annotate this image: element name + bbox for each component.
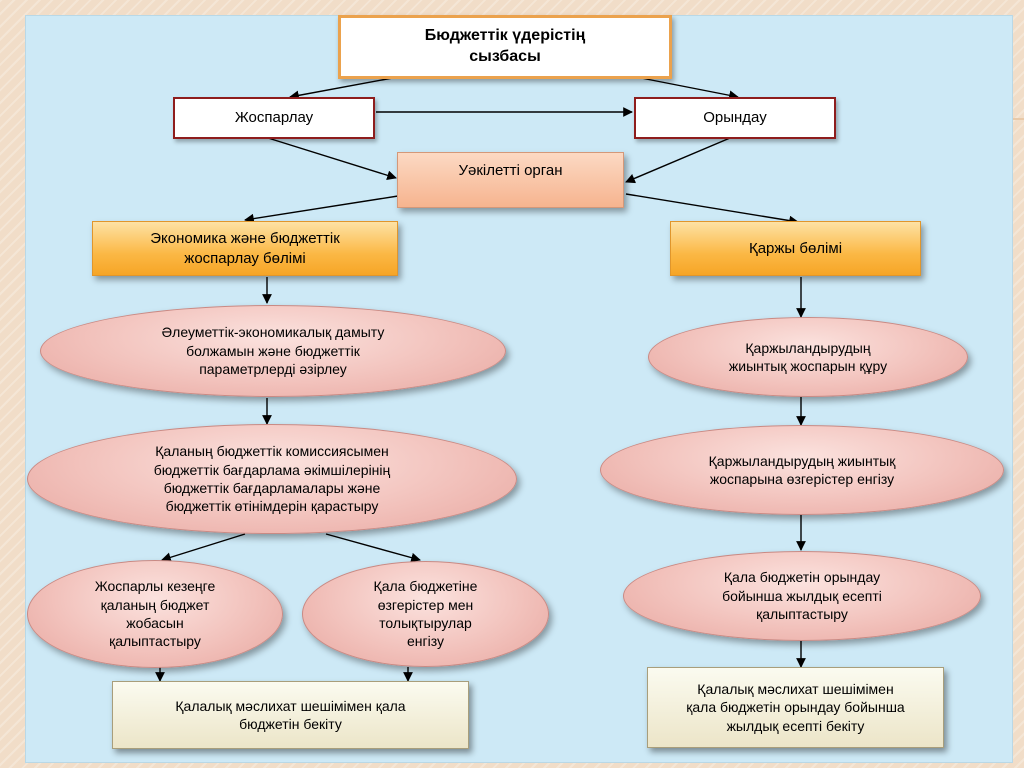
planning-node: Жоспарлау [173,97,375,139]
finance-department-node: Қаржы бөлімі [670,221,921,276]
annual-report-approval-box: Қалалық мәслихат шешімімен қала бюджетін… [647,667,944,748]
financing-plan-changes-ellipse: Қаржыландырудың жиынтық жоспарына өзгері… [600,425,1004,515]
arrow-authorized-to-economy [244,195,399,224]
budget-amendments-ellipse: Қала бюджетіне өзгерістер мен толықтырул… [302,561,549,667]
arrow-authorized-to-finance [625,193,799,226]
forecast-ellipse: Әлеуметтік-экономикалық дамыту болжамын … [40,305,506,397]
execution-node: Орындау [634,97,836,139]
authorized-body-node: Уәкілетті орган [397,152,624,208]
economy-department-node: Экономика және бюджеттік жоспарлау бөлім… [92,221,398,276]
arrow-commission-to-amendments [325,533,421,563]
annual-report-ellipse: Қала бюджетін орындау бойынша жылдық есе… [623,551,981,641]
financing-plan-ellipse: Қаржыландырудың жиынтық жоспарын құру [648,317,968,397]
budget-approval-box: Қалалық мәслихат шешімімен қала бюджетін… [112,681,469,749]
commission-review-ellipse: Қаланың бюджеттік комиссиясымен бюджетті… [27,424,517,534]
arrow-commission-to-draft [161,533,246,563]
arrow-execution-to-authorized [625,137,731,184]
diagram-title: Бюджеттік үдерістің сызбасы [338,15,672,79]
arrow-title-to-execution [635,76,739,101]
arrow-planning-to-authorized [267,137,397,181]
arrow-title-to-planning [289,76,399,101]
budget-draft-ellipse: Жоспарлы кезеңге қаланың бюджет жобасын … [27,560,283,668]
